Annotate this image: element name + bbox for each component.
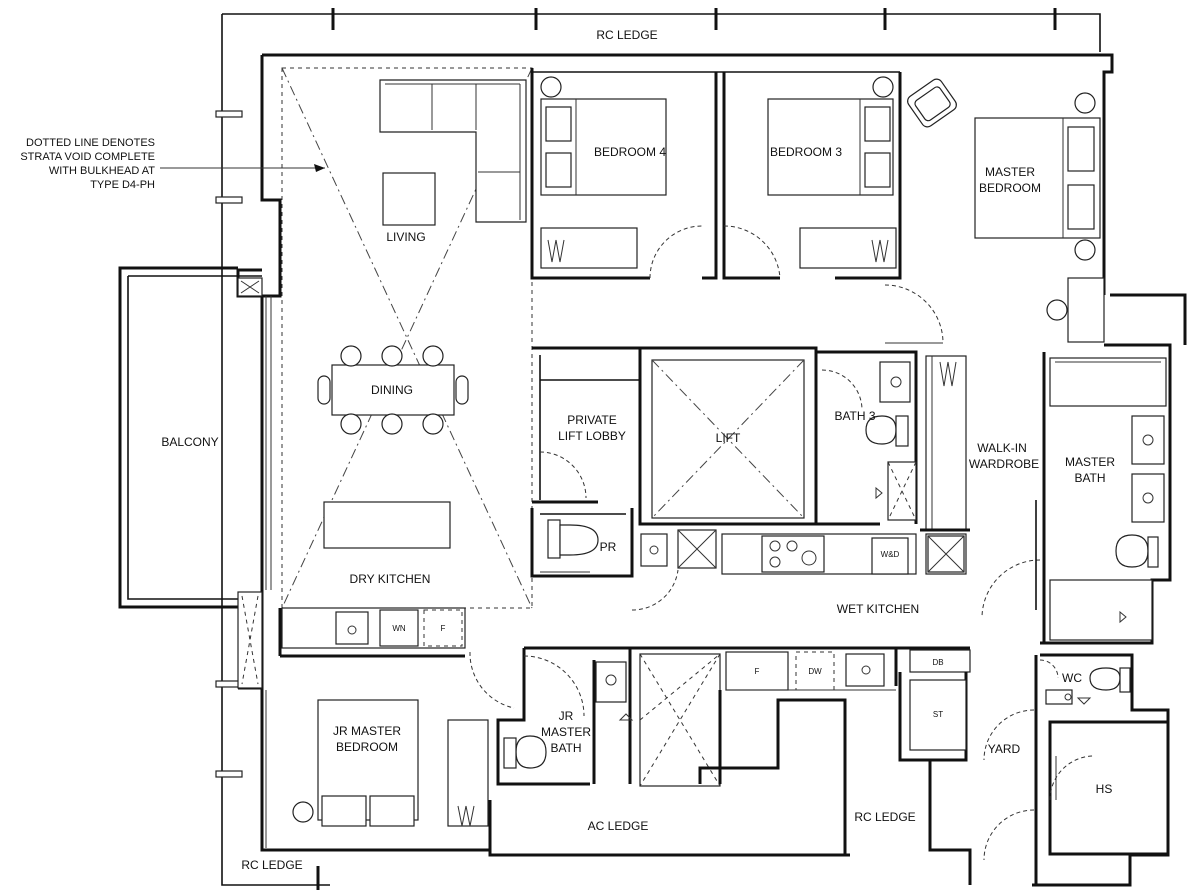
- wet-kitchen-label: WET KITCHEN: [837, 602, 919, 616]
- bath3: [814, 350, 918, 526]
- jr-master-bath-label-1: JR: [559, 709, 574, 723]
- rc-ledge-mid-label: RC LEDGE: [854, 810, 915, 824]
- dining-furniture: [317, 345, 469, 435]
- master-bath-label-2: BATH: [1074, 471, 1105, 485]
- living-furniture: [379, 79, 527, 226]
- balcony-outline: [118, 266, 272, 689]
- wet-kitchen-bottom-counter: [524, 646, 971, 691]
- washer-label: WN: [392, 624, 406, 633]
- jr-master-bedroom: [265, 690, 489, 848]
- ac-ledge-label: AC LEDGE: [588, 819, 649, 833]
- annotation-line-3: WITH BULKHEAD AT: [49, 165, 155, 177]
- fridge-dry-label: F: [441, 624, 446, 633]
- rc-ledge-top-label: RC LEDGE: [596, 28, 657, 42]
- lift-core: [532, 346, 818, 526]
- master-bedroom-label-2: BEDROOM: [979, 181, 1041, 195]
- dry-kitchen-furniture: [281, 501, 466, 649]
- lift-label: LIFT: [716, 431, 741, 445]
- annotation-line-4: TYPE D4-PH: [90, 179, 155, 191]
- walk-in-wardrobe: [920, 355, 970, 532]
- service-yard: [898, 655, 1170, 885]
- annotation-leader: [160, 164, 325, 172]
- washer-dryer-label: W&D: [881, 550, 900, 559]
- master-bedroom-label-1: MASTER: [985, 165, 1035, 179]
- annotation-note: DOTTED LINE DENOTES STRATA VOID COMPLETE…: [20, 137, 155, 191]
- jr-master-bedroom-label-2: BEDROOM: [336, 740, 398, 754]
- walk-in-wardrobe-label-1: WALK-IN: [977, 441, 1027, 455]
- balcony-label: BALCONY: [161, 435, 218, 449]
- wc-label: WC: [1062, 671, 1082, 685]
- private-lift-lobby-label-1: PRIVATE: [567, 413, 617, 427]
- living-label: LIVING: [386, 230, 425, 244]
- master-bath: [981, 352, 1167, 643]
- jr-master-bedroom-label-1: JR MASTER: [333, 724, 401, 738]
- st-label: ST: [933, 710, 943, 719]
- wet-kitchen-top-counter: [721, 533, 967, 575]
- annotation-line-1: DOTTED LINE DENOTES: [26, 137, 155, 149]
- jr-master-bath: [469, 648, 721, 787]
- hs-label: HS: [1096, 782, 1113, 796]
- bedroom3-furniture: [723, 76, 897, 279]
- jr-master-bath-label-2: MASTER: [541, 725, 591, 739]
- bath3-label: BATH 3: [834, 409, 875, 423]
- walk-in-wardrobe-label-2: WARDROBE: [969, 457, 1039, 471]
- dry-kitchen-label: DRY KITCHEN: [350, 572, 431, 586]
- rc-ledge-bottom-label: RC LEDGE: [241, 858, 302, 872]
- fridge-wet-label: F: [755, 667, 760, 676]
- bedroom3-label: BEDROOM 3: [770, 145, 842, 159]
- dining-label: DINING: [371, 383, 413, 397]
- top-bedrooms-walls: [530, 68, 902, 280]
- powder-room: [530, 508, 717, 611]
- bedroom4-label: BEDROOM 4: [594, 145, 666, 159]
- yard-label: YARD: [988, 742, 1021, 756]
- ac-ledge-outline: [488, 690, 850, 857]
- jr-master-bath-label-3: BATH: [550, 741, 581, 755]
- private-lift-lobby-label-2: LIFT LOBBY: [558, 429, 626, 443]
- annotation-line-2: STRATA VOID COMPLETE: [20, 151, 155, 163]
- db-label: DB: [932, 658, 943, 667]
- bedroom4-furniture: [540, 76, 703, 279]
- master-bedroom-furniture: [884, 78, 1105, 344]
- master-bath-label-1: MASTER: [1065, 455, 1115, 469]
- dishwasher-label: DW: [808, 667, 822, 676]
- pr-label: PR: [600, 540, 617, 554]
